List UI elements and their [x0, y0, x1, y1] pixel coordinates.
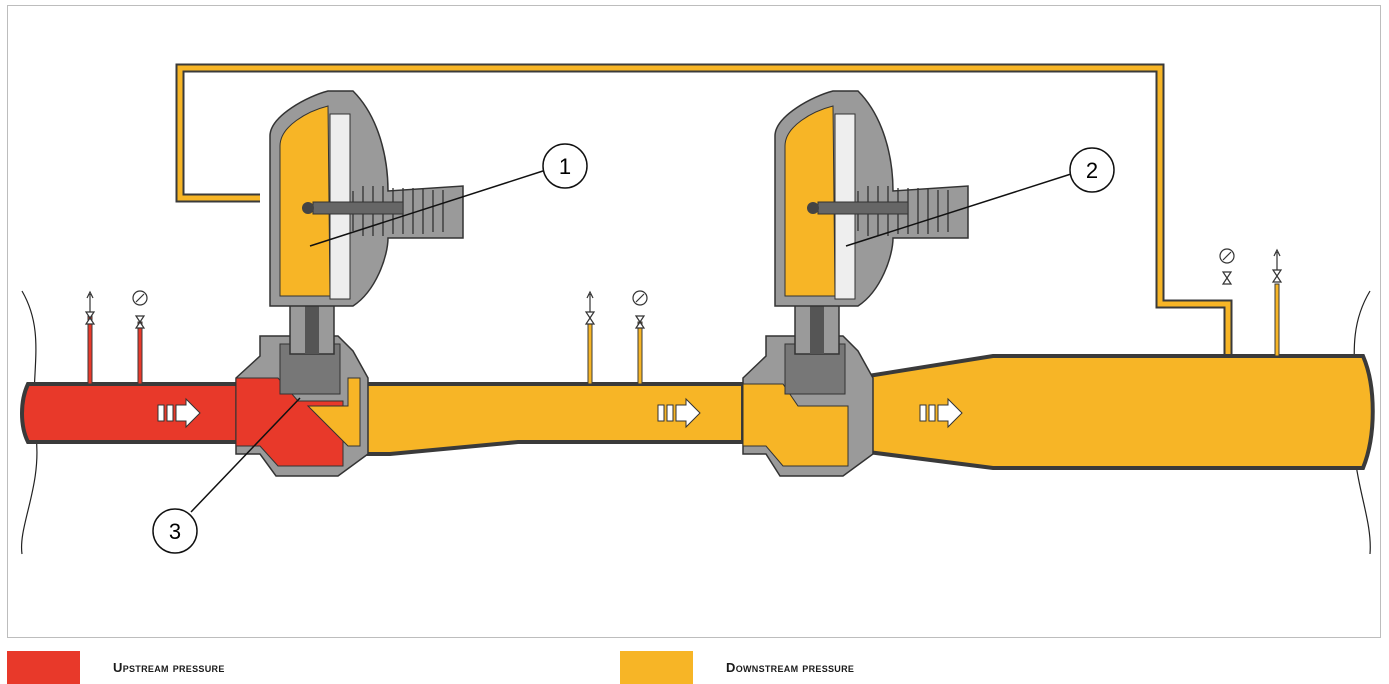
upstream-label: Upstream pressure	[113, 660, 225, 675]
svg-text:3: 3	[169, 519, 181, 544]
callout-2: 2	[845, 147, 1115, 247]
legend-downstream: Downstream pressure	[620, 651, 854, 684]
upstream-swatch	[7, 651, 80, 684]
regulator-1	[235, 90, 464, 477]
vent-valve-icon	[1271, 248, 1283, 283]
intermediate-pipe	[358, 321, 745, 456]
flow-arrow-icon	[657, 397, 701, 429]
regulator-2	[742, 90, 969, 477]
upstream-pipe	[20, 313, 240, 444]
downstream-pipe	[866, 283, 1375, 470]
pressure-gauge-icon	[132, 290, 148, 329]
svg-text:1: 1	[559, 154, 571, 179]
flow-arrow-icon	[157, 397, 201, 429]
downstream-label: Downstream pressure	[726, 660, 855, 675]
legend-upstream: Upstream pressure	[7, 651, 225, 684]
flow-arrow-icon	[919, 397, 963, 429]
regulator-schematic: 1 2 3	[20, 63, 1375, 555]
pressure-gauge-icon	[632, 290, 648, 329]
vent-valve-icon	[584, 290, 596, 325]
vent-valve-icon	[84, 290, 96, 325]
callout-3: 3	[152, 397, 301, 554]
downstream-swatch	[620, 651, 693, 684]
diagram-frame: 1 2 3	[7, 5, 1381, 638]
callout-1: 1	[309, 143, 588, 247]
svg-text:2: 2	[1086, 158, 1098, 183]
pressure-gauge-icon	[1219, 248, 1235, 285]
